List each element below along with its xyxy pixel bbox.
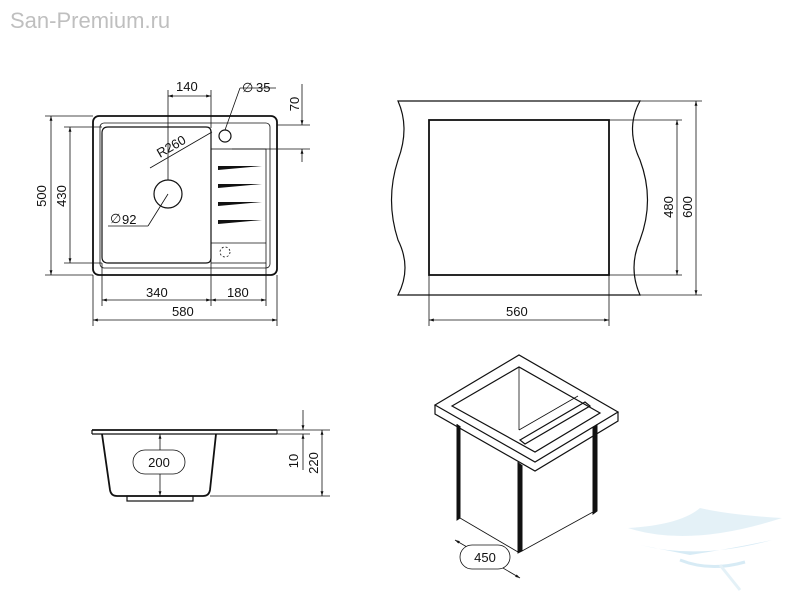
- dim-35-label: 35: [256, 80, 270, 95]
- dim-92-symbol: ∅: [110, 211, 121, 226]
- dim-500-label: 500: [34, 185, 49, 207]
- drainer-groove: [218, 166, 262, 170]
- dim-450-badge: [459, 544, 511, 570]
- iso-top-edge: [434, 405, 619, 472]
- tap-hole: [218, 129, 232, 143]
- iso-leg-front: [517, 462, 523, 554]
- iso-view: 450: [433, 354, 620, 579]
- brand-logo: [628, 508, 782, 591]
- dim-340-label: 340: [146, 285, 168, 300]
- watermark-text: San-Premium.ru: [10, 8, 171, 33]
- dim-140-label: 140: [176, 79, 198, 94]
- dim-10-label: 10: [286, 454, 301, 468]
- dim-180-label: 180: [227, 285, 249, 300]
- dim-r260-label: R260: [154, 132, 188, 161]
- iso-inner-rim: [450, 366, 602, 453]
- sink-outline: [92, 115, 278, 276]
- dim-450-label: 450: [474, 550, 496, 565]
- top-view: R260 ∅ 92 140 ∅ 35 70 500 430: [34, 79, 310, 326]
- bowl-outline: [101, 126, 212, 264]
- drainer-groove: [218, 202, 262, 206]
- drainer-groove: [218, 220, 262, 224]
- dim-35-symbol: ∅: [242, 80, 253, 95]
- dim-92-label: 92: [122, 212, 136, 227]
- dim-200-label: 200: [148, 455, 170, 470]
- dim-220-label: 220: [306, 452, 321, 474]
- dim-430-label: 430: [54, 185, 69, 207]
- dim-200-badge: [132, 449, 186, 475]
- dim-70-label: 70: [287, 97, 302, 111]
- iso-leg-right: [592, 424, 598, 515]
- side-view: 200 10 220: [91, 410, 330, 502]
- sink-rim: [99, 122, 271, 269]
- dim-480-label: 480: [661, 196, 676, 218]
- dim-580-label: 580: [172, 304, 194, 319]
- dim-560-label: 560: [506, 304, 528, 319]
- dim-600-label: 600: [680, 196, 695, 218]
- cutout-rect: [428, 119, 610, 276]
- drainer-groove: [218, 184, 262, 188]
- overflow-hole: [219, 246, 231, 258]
- iso-leg-left: [456, 424, 461, 521]
- cutout-view: 480 600 560: [390, 100, 702, 326]
